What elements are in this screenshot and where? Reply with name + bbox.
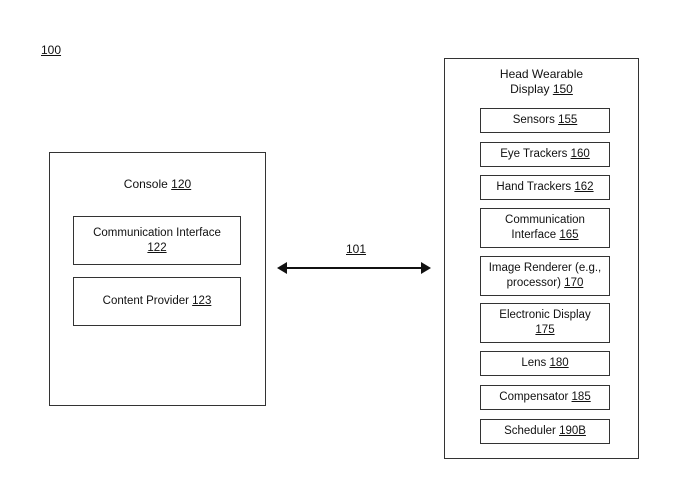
console-title-text: Console xyxy=(123,177,168,191)
head-wearable-display-box: Head Wearable Display 150 Sensors 155 Ey… xyxy=(444,58,639,459)
hwd-communication-label-line2: Interface xyxy=(511,229,557,241)
hand-trackers-box: Hand Trackers 162 xyxy=(480,175,610,200)
lens-box: Lens 180 xyxy=(480,351,610,376)
hwd-title-line1: Head Wearable xyxy=(499,67,584,81)
sensors-label: Sensors xyxy=(512,114,555,126)
image-renderer-ref: 170 xyxy=(564,277,584,289)
bidirectional-arrow xyxy=(277,262,431,274)
compensator-label: Compensator xyxy=(499,391,569,403)
hwd-communication-label-line1: Communication xyxy=(505,214,585,226)
image-renderer-label-line2: processor) xyxy=(506,277,561,289)
lens-ref: 180 xyxy=(549,357,569,369)
hwd-communication-interface-box: Communication Interface 165 xyxy=(480,208,610,248)
hwd-ref: 150 xyxy=(552,82,573,96)
eye-trackers-box: Eye Trackers 160 xyxy=(480,142,610,167)
console-title: Console 120 xyxy=(50,177,265,192)
compensator-box: Compensator 185 xyxy=(480,385,610,410)
hwd-title: Head Wearable Display 150 xyxy=(445,67,638,97)
hwd-title-line2: Display xyxy=(510,82,550,96)
scheduler-label: Scheduler xyxy=(504,425,556,437)
link-ref: 101 xyxy=(346,242,367,256)
image-renderer-label-line1: Image Renderer (e.g., xyxy=(488,262,602,274)
console-ref: 120 xyxy=(171,177,192,191)
image-renderer-box: Image Renderer (e.g., processor) 170 xyxy=(480,256,610,296)
electronic-display-box: Electronic Display 175 xyxy=(480,303,610,343)
compensator-ref: 185 xyxy=(571,391,591,403)
hand-trackers-label: Hand Trackers xyxy=(496,181,572,193)
console-communication-interface-ref: 122 xyxy=(147,241,167,254)
sensors-box: Sensors 155 xyxy=(480,108,610,133)
content-provider-ref: 123 xyxy=(192,295,212,307)
eye-trackers-label: Eye Trackers xyxy=(500,148,568,160)
console-box: Console 120 Communication Interface 122 … xyxy=(49,152,266,406)
sensors-ref: 155 xyxy=(558,114,578,126)
hand-trackers-ref: 162 xyxy=(574,181,594,193)
scheduler-ref: 190B xyxy=(559,425,586,437)
content-provider-box: Content Provider 123 xyxy=(73,277,241,326)
console-communication-interface-box: Communication Interface 122 xyxy=(73,216,241,265)
lens-label: Lens xyxy=(521,357,547,369)
hwd-communication-ref: 165 xyxy=(559,229,579,241)
content-provider-label: Content Provider xyxy=(102,295,189,307)
figure-ref: 100 xyxy=(41,43,62,57)
eye-trackers-ref: 160 xyxy=(570,148,590,160)
electronic-display-ref: 175 xyxy=(535,324,555,336)
console-communication-interface-label: Communication Interface xyxy=(93,226,221,239)
electronic-display-label: Electronic Display xyxy=(499,309,591,321)
scheduler-box: Scheduler 190B xyxy=(480,419,610,444)
